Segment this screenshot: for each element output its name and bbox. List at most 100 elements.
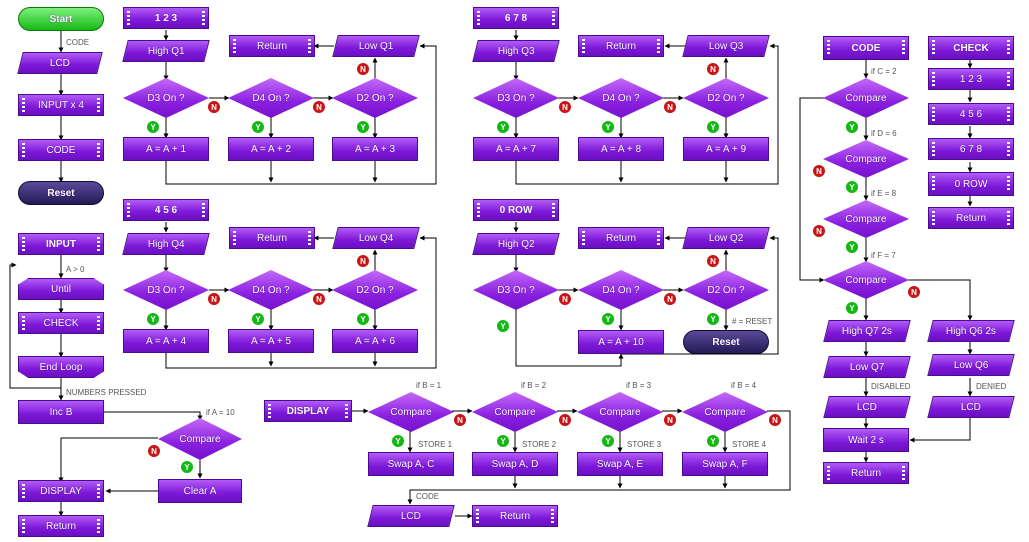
input-subroutine-header[interactable]: INPUT	[18, 233, 104, 255]
a-plus-3-block[interactable]: A = A + 3	[332, 137, 418, 161]
lcd-q6-label: LCD	[960, 401, 981, 413]
a-plus-9-block[interactable]: A = A + 9	[683, 137, 769, 161]
input-x4-call[interactable]: INPUT x 4	[18, 94, 104, 116]
return-input[interactable]: Return	[18, 515, 104, 537]
swap-a-c-label: Swap A, C	[387, 458, 435, 470]
lcd-output-main[interactable]: LCD	[17, 52, 103, 74]
denied-label: DENIED	[976, 382, 1007, 391]
until-loop[interactable]: Until	[18, 278, 104, 300]
return-display[interactable]: Return	[472, 505, 558, 527]
reset-label: Reset	[712, 336, 740, 348]
a-plus-6-block[interactable]: A = A + 6	[332, 329, 418, 353]
inc-b-block[interactable]: Inc B	[18, 400, 104, 424]
return-456[interactable]: Return	[229, 227, 315, 249]
lcd-label: LCD	[49, 57, 70, 69]
end-loop-label: End Loop	[39, 361, 83, 373]
check-678-call[interactable]: 6 7 8	[928, 138, 1014, 160]
yes-badge: Y	[497, 320, 509, 332]
return-678[interactable]: Return	[578, 35, 664, 57]
a-plus-1-label: A = A + 1	[145, 143, 187, 155]
high-q7-output[interactable]: High Q7 2s	[823, 320, 911, 342]
no-badge: N	[357, 255, 369, 267]
code-call[interactable]: CODE	[18, 139, 104, 161]
high-q1-output[interactable]: High Q1	[122, 40, 210, 62]
a-plus-10-block[interactable]: A = A + 10	[578, 330, 664, 354]
a-plus-1-block[interactable]: A = A + 1	[123, 137, 209, 161]
return-code[interactable]: Return	[823, 462, 909, 484]
low-q3-label: Low Q3	[708, 40, 744, 52]
if-b1-label: if B = 1	[416, 381, 442, 390]
code-subroutine-label: CODE	[851, 42, 881, 54]
swap-a-f-block[interactable]: Swap A, F	[682, 452, 768, 476]
wait-2s-block[interactable]: Wait 2 s	[823, 428, 909, 452]
yes-badge: Y	[602, 121, 614, 133]
return-check[interactable]: Return	[928, 207, 1014, 229]
swap-a-d-block[interactable]: Swap A, D	[472, 452, 558, 476]
a-plus-8-block[interactable]: A = A + 8	[578, 137, 664, 161]
clear-a-block[interactable]: Clear A	[158, 479, 242, 503]
low-q4-output[interactable]: Low Q4	[332, 227, 420, 249]
d4-on-label: D4 On ?	[602, 284, 640, 296]
check-123-call[interactable]: 1 2 3	[928, 68, 1014, 90]
lcd-display-label: LCD	[400, 510, 421, 522]
high-q4-output[interactable]: High Q4	[122, 233, 210, 255]
sub-678-label: 6 7 8	[504, 12, 528, 24]
a-plus-4-block[interactable]: A = A + 4	[123, 329, 209, 353]
check-subroutine-header[interactable]: CHECK	[928, 36, 1014, 60]
store2-label: STORE 2	[522, 440, 557, 449]
display-subroutine-header[interactable]: DISPLAY	[264, 400, 352, 422]
reset-terminal[interactable]: Reset	[18, 181, 104, 205]
no-badge: N	[813, 165, 825, 177]
high-q6-label: High Q6 2s	[945, 325, 997, 337]
high-q2-label: High Q2	[497, 238, 535, 250]
d2-on-label: D2 On ?	[356, 284, 394, 296]
a-plus-7-block[interactable]: A = A + 7	[473, 137, 559, 161]
no-badge: N	[454, 414, 466, 426]
no-badge: N	[559, 414, 571, 426]
yes-badge: Y	[252, 313, 264, 325]
compare-a-label: Compare	[179, 433, 221, 445]
yes-badge: Y	[357, 121, 369, 133]
sub-678-header[interactable]: 6 7 8	[473, 7, 559, 29]
low-q1-output[interactable]: Low Q1	[332, 35, 420, 57]
high-q6-output[interactable]: High Q6 2s	[927, 320, 1015, 342]
high-q3-output[interactable]: High Q3	[472, 40, 560, 62]
a-plus-5-block[interactable]: A = A + 5	[228, 329, 314, 353]
check-456-call[interactable]: 4 5 6	[928, 103, 1014, 125]
swap-a-c-block[interactable]: Swap A, C	[368, 452, 454, 476]
store3-label: STORE 3	[627, 440, 662, 449]
low-q2-output[interactable]: Low Q2	[682, 227, 770, 249]
yes-badge: Y	[707, 435, 719, 447]
low-q6-output[interactable]: Low Q6	[927, 354, 1015, 376]
start-terminal[interactable]: Start	[18, 7, 104, 31]
low-q7-output[interactable]: Low Q7	[823, 356, 911, 378]
code-subroutine-header[interactable]: CODE	[823, 36, 909, 60]
check-call[interactable]: CHECK	[18, 312, 104, 334]
lcd-output-display[interactable]: LCD	[367, 505, 455, 527]
sub-123-header[interactable]: 1 2 3	[123, 7, 209, 29]
end-loop[interactable]: End Loop	[18, 356, 104, 378]
low-q3-output[interactable]: Low Q3	[682, 35, 770, 57]
lcd-q7-output[interactable]: LCD	[823, 396, 911, 418]
return-123[interactable]: Return	[229, 35, 315, 57]
swap-a-e-block[interactable]: Swap A, E	[577, 452, 663, 476]
store1-label: STORE 1	[418, 440, 453, 449]
high-q2-output[interactable]: High Q2	[472, 233, 560, 255]
d3-on-label: D3 On ?	[497, 92, 535, 104]
reset-terminal[interactable]: Reset	[683, 330, 769, 354]
if-f7-label: if F = 7	[871, 251, 896, 260]
lcd-q6-output[interactable]: LCD	[927, 396, 1015, 418]
a-plus-2-block[interactable]: A = A + 2	[228, 137, 314, 161]
a-plus-9-label: A = A + 9	[705, 143, 747, 155]
return-0row[interactable]: Return	[578, 227, 664, 249]
yes-badge: Y	[147, 313, 159, 325]
display-call[interactable]: DISPLAY	[18, 480, 104, 502]
lcd-q7-label: LCD	[856, 401, 877, 413]
high-q7-label: High Q7 2s	[841, 325, 893, 337]
reset-label: Reset	[47, 187, 75, 199]
sub-0row-header[interactable]: 0 ROW	[473, 199, 559, 221]
yes-badge: Y	[846, 181, 858, 193]
compare-f-label: Compare	[845, 274, 887, 286]
sub-456-header[interactable]: 4 5 6	[123, 199, 209, 221]
check-0row-call[interactable]: 0 ROW	[928, 172, 1014, 196]
